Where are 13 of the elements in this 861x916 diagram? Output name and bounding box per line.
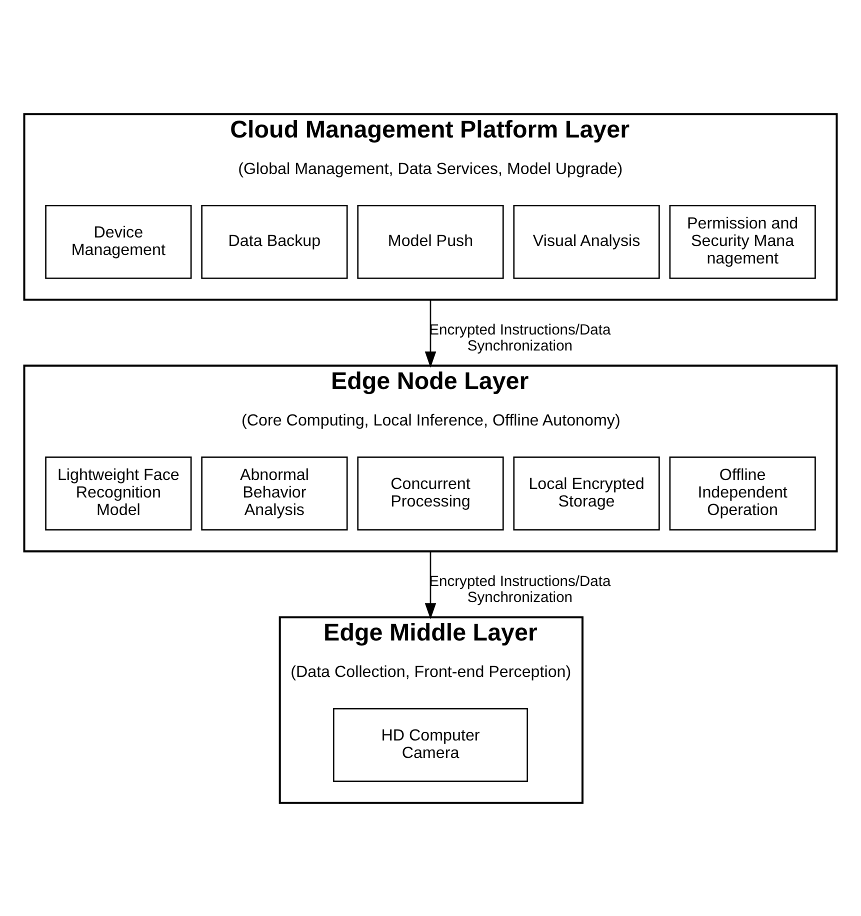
node-box: Model Push	[357, 204, 504, 278]
node-box: Data Backup	[201, 204, 348, 278]
node-box: Abnormal Behavior Analysis	[201, 456, 348, 530]
node-box: Device Management	[45, 204, 192, 278]
node-box: HD Computer Camera	[332, 708, 528, 782]
node-box: Local Encrypted Storage	[513, 456, 660, 530]
node-box: Visual Analysis	[513, 204, 660, 278]
node-box: Offline Independent Operation	[669, 456, 816, 530]
node-box: Permission and Security Mana nagement	[669, 204, 816, 278]
edge-label: Encrypted Instructions/Data Synchronization	[429, 574, 611, 606]
node-box: Concurrent Processing	[357, 456, 504, 530]
node-box: Lightweight Face Recognition Model	[45, 456, 192, 530]
edge-label: Encrypted Instructions/Data Synchronization	[429, 322, 611, 354]
